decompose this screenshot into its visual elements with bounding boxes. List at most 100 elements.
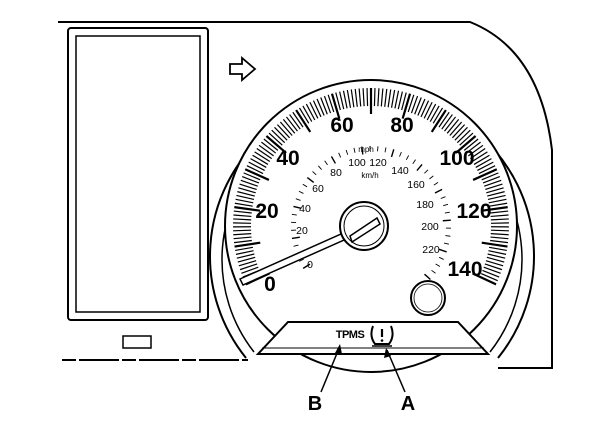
mph-tick: [429, 105, 440, 122]
mph-tick: [346, 89, 352, 108]
mph-tick: [241, 266, 259, 274]
mph-tick: [258, 144, 275, 157]
mph-tick: [354, 88, 358, 107]
trip-reset-knob: [410, 280, 446, 316]
mph-tick: [274, 126, 288, 141]
mph-scale-labels: 0 20 40 60 80 100 120 140: [255, 114, 491, 296]
kmh-tick: [293, 244, 299, 247]
kmh-tick: [433, 181, 439, 186]
mph-tick: [469, 148, 486, 160]
kmh-tick: [384, 147, 387, 153]
mph-tick: [394, 90, 400, 109]
mph-tick: [487, 194, 506, 201]
mph-tick: [490, 218, 509, 221]
mph-tick: [426, 103, 437, 121]
mph-tick: [467, 144, 484, 157]
mph-tick: [423, 102, 433, 119]
kmh-label-100: 100: [348, 157, 366, 169]
mph-tick: [390, 89, 396, 108]
mph-tick: [268, 132, 283, 146]
mph-tick: [410, 95, 419, 114]
mph-tick: [246, 165, 264, 175]
mph-tick: [384, 88, 388, 107]
mph-tick: [235, 198, 254, 204]
kmh-label-140: 140: [391, 165, 409, 177]
mph-tick: [401, 93, 412, 119]
kmh-tick: [442, 219, 451, 222]
mph-label-60: 60: [330, 114, 353, 137]
kmh-unit-label: km/h: [361, 171, 378, 180]
mph-tick: [239, 263, 258, 271]
kmh-tick: [345, 149, 349, 155]
kmh-tick: [399, 151, 402, 157]
mph-tick: [234, 206, 261, 212]
mph-tick: [490, 210, 509, 214]
mph-tick: [449, 121, 463, 136]
mph-tick: [420, 100, 430, 118]
kmh-label-220: 220: [422, 244, 440, 256]
callout-label-b: B: [308, 393, 322, 415]
mph-tick: [239, 183, 257, 191]
left-display-panel-outer: [67, 27, 209, 321]
mph-tick: [414, 97, 422, 115]
mph-tick: [472, 168, 498, 181]
mph-tick: [484, 179, 502, 187]
kmh-tick: [429, 175, 434, 180]
trip-reset-knob-inner: [413, 283, 443, 313]
mph-tick: [397, 91, 403, 110]
mph-tick: [489, 202, 508, 207]
mph-label-0: 0: [264, 273, 276, 296]
mph-tick: [473, 154, 490, 165]
mph-tick: [235, 246, 254, 252]
mph-tick: [292, 111, 304, 128]
mph-tick: [335, 92, 341, 111]
mph-tick: [285, 116, 298, 132]
mph-tick: [236, 194, 255, 201]
kmh-tick: [424, 169, 429, 174]
kmh-label-120: 120: [369, 157, 387, 169]
mph-tick: [432, 107, 444, 124]
kmh-tick-arc: [291, 146, 451, 281]
mph-tick: [488, 198, 507, 204]
mph-tick: [487, 191, 505, 197]
mph-tick: [265, 135, 287, 154]
kmh-tick: [361, 146, 364, 155]
kmh-tick: [431, 269, 436, 274]
mph-tick: [254, 151, 271, 163]
mph-tick: [471, 151, 488, 163]
mph-tick: [237, 256, 256, 263]
mph-tick: [485, 260, 504, 267]
mph-label-120: 120: [456, 200, 491, 223]
mph-tick: [339, 91, 345, 110]
mph-tick: [401, 92, 407, 111]
mph-tick: [234, 202, 253, 207]
mph-tick: [235, 250, 254, 255]
mph-tick: [485, 183, 503, 191]
kmh-tick: [295, 198, 301, 201]
mph-tick: [373, 88, 376, 107]
mph-label-100: 100: [439, 147, 474, 170]
mph-tick: [261, 141, 277, 154]
mph-tick: [276, 124, 291, 139]
kmh-scale-labels: 0 20 40 60 80 100 120 140 160 180 200 22…: [296, 157, 440, 271]
mph-tick: [481, 172, 499, 181]
mph-tick: [237, 191, 255, 197]
mph-tick: [263, 138, 279, 151]
kmh-label-40: 40: [299, 203, 311, 215]
kmh-label-0: 0: [307, 259, 313, 271]
mph-tick: [305, 103, 316, 121]
callout-line-b: [320, 345, 341, 393]
mph-tick: [233, 239, 252, 244]
mph-tick: [387, 89, 392, 108]
mph-tick: [490, 239, 509, 244]
kmh-tick: [338, 152, 342, 158]
kmh-tick: [445, 235, 451, 237]
mph-tick: [279, 121, 293, 136]
mph-tick: [320, 97, 328, 115]
kmh-tick: [435, 263, 441, 267]
mph-tick: [233, 218, 252, 221]
mph-tick: [481, 241, 508, 248]
mph-unit-label: mph: [358, 145, 374, 154]
mph-tick: [233, 214, 252, 218]
